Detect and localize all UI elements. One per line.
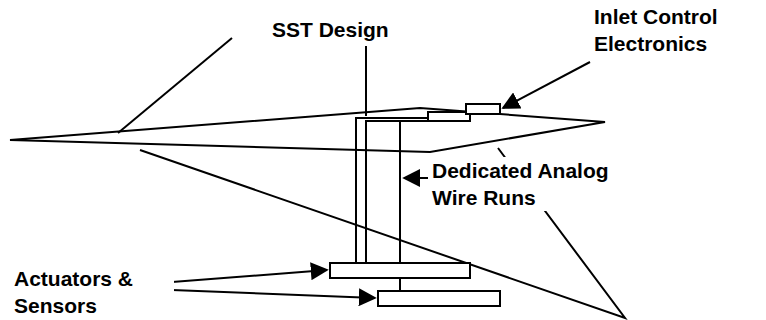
wire-run — [366, 121, 428, 263]
fin-line — [118, 38, 232, 133]
leader-arrow — [172, 290, 375, 298]
title-label: SST Design — [270, 16, 454, 43]
leader-arrow — [503, 62, 590, 108]
electronics-box — [428, 112, 470, 121]
leader-arrow — [172, 270, 327, 282]
electronics-box — [466, 104, 500, 114]
callout-label: Actuators & Sensors — [12, 265, 174, 319]
actuator-box — [378, 291, 500, 306]
actuator-box — [330, 263, 470, 278]
wire-run — [356, 118, 428, 263]
callout-label: Inlet Control Electronics — [592, 3, 761, 57]
fuselage-outline — [10, 108, 605, 152]
leader-arrow — [404, 177, 428, 179]
callout-label: Dedicated Analog Wire Runs — [430, 157, 659, 211]
leader-line — [365, 46, 367, 116]
